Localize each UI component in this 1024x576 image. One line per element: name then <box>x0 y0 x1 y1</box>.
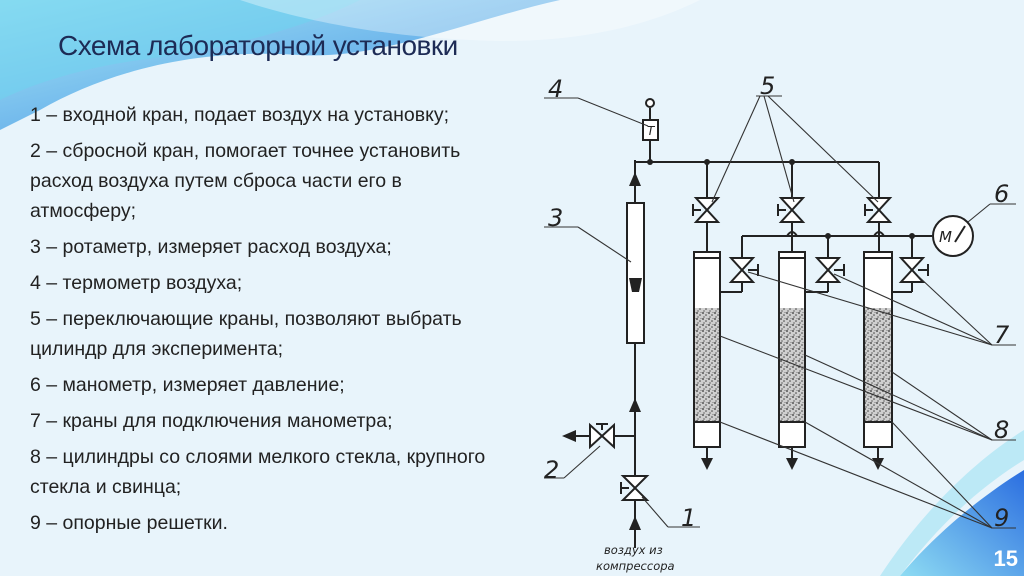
callout-1: 1 <box>681 504 696 532</box>
legend-item: 3 – ротаметр, измеряет расход воздуха; <box>30 236 392 258</box>
legend-item: 8 – цилиндры со слоями мелкого стекла, к… <box>30 446 486 498</box>
legend-list: 1 – входной кран, подает воздух на устан… <box>30 100 500 544</box>
switching-valve <box>692 190 721 252</box>
relief-valve <box>562 422 635 450</box>
rotameter <box>626 202 645 344</box>
switching-valves <box>692 190 893 252</box>
manometer-valve <box>707 257 759 293</box>
inlet-caption: воздух из компрессора <box>596 543 675 573</box>
cylinder <box>778 251 806 470</box>
callout-9: 9 <box>994 504 1009 532</box>
callout-2: 2 <box>544 456 559 484</box>
legend-item: 9 – опорные решетки. <box>30 512 228 534</box>
slide-title: Схема лабораторной установки <box>58 30 458 61</box>
callout-5: 5 <box>760 72 775 100</box>
page-number: 15 <box>993 546 1018 571</box>
callout-4: 4 <box>548 75 563 103</box>
leader-lines <box>544 95 1016 529</box>
manometer-valves <box>707 257 929 293</box>
header-pipe <box>635 159 880 190</box>
callout-7: 7 <box>994 321 1010 349</box>
thermometer: T <box>642 98 659 165</box>
cylinders <box>693 251 893 470</box>
switching-valve <box>864 190 893 252</box>
switching-valve <box>777 190 806 252</box>
callout-6: 6 <box>994 180 1009 208</box>
legend-item: 7 – краны для подключения манометра; <box>30 410 393 432</box>
legend-item: 6 – манометр, измеряет давление; <box>30 374 345 396</box>
inlet-valve <box>620 475 650 501</box>
manometer-line <box>741 231 932 258</box>
manometer: M <box>932 215 974 257</box>
callout-labels: 2 3 4 1 5 6 7 8 9 <box>544 72 1010 532</box>
callout-8: 8 <box>994 416 1009 444</box>
legend-item: 4 – термометр воздуха; <box>30 272 243 294</box>
legend-item: 2 – сбросной кран, помогает точнее устан… <box>30 140 461 222</box>
thermometer-symbol: T <box>647 124 656 138</box>
cylinder <box>863 251 893 470</box>
cylinder <box>693 251 721 470</box>
legend-item: 1 – входной кран, подает воздух на устан… <box>30 104 450 126</box>
inlet-caption-line1: воздух из <box>604 543 663 557</box>
callout-3: 3 <box>548 204 563 232</box>
legend-item: 5 – переключающие краны, позволяют выбра… <box>30 308 462 360</box>
inlet-caption-line2: компрессора <box>596 559 675 573</box>
lab-setup-diagram: T <box>544 72 1016 573</box>
manometer-symbol: M <box>939 228 952 246</box>
